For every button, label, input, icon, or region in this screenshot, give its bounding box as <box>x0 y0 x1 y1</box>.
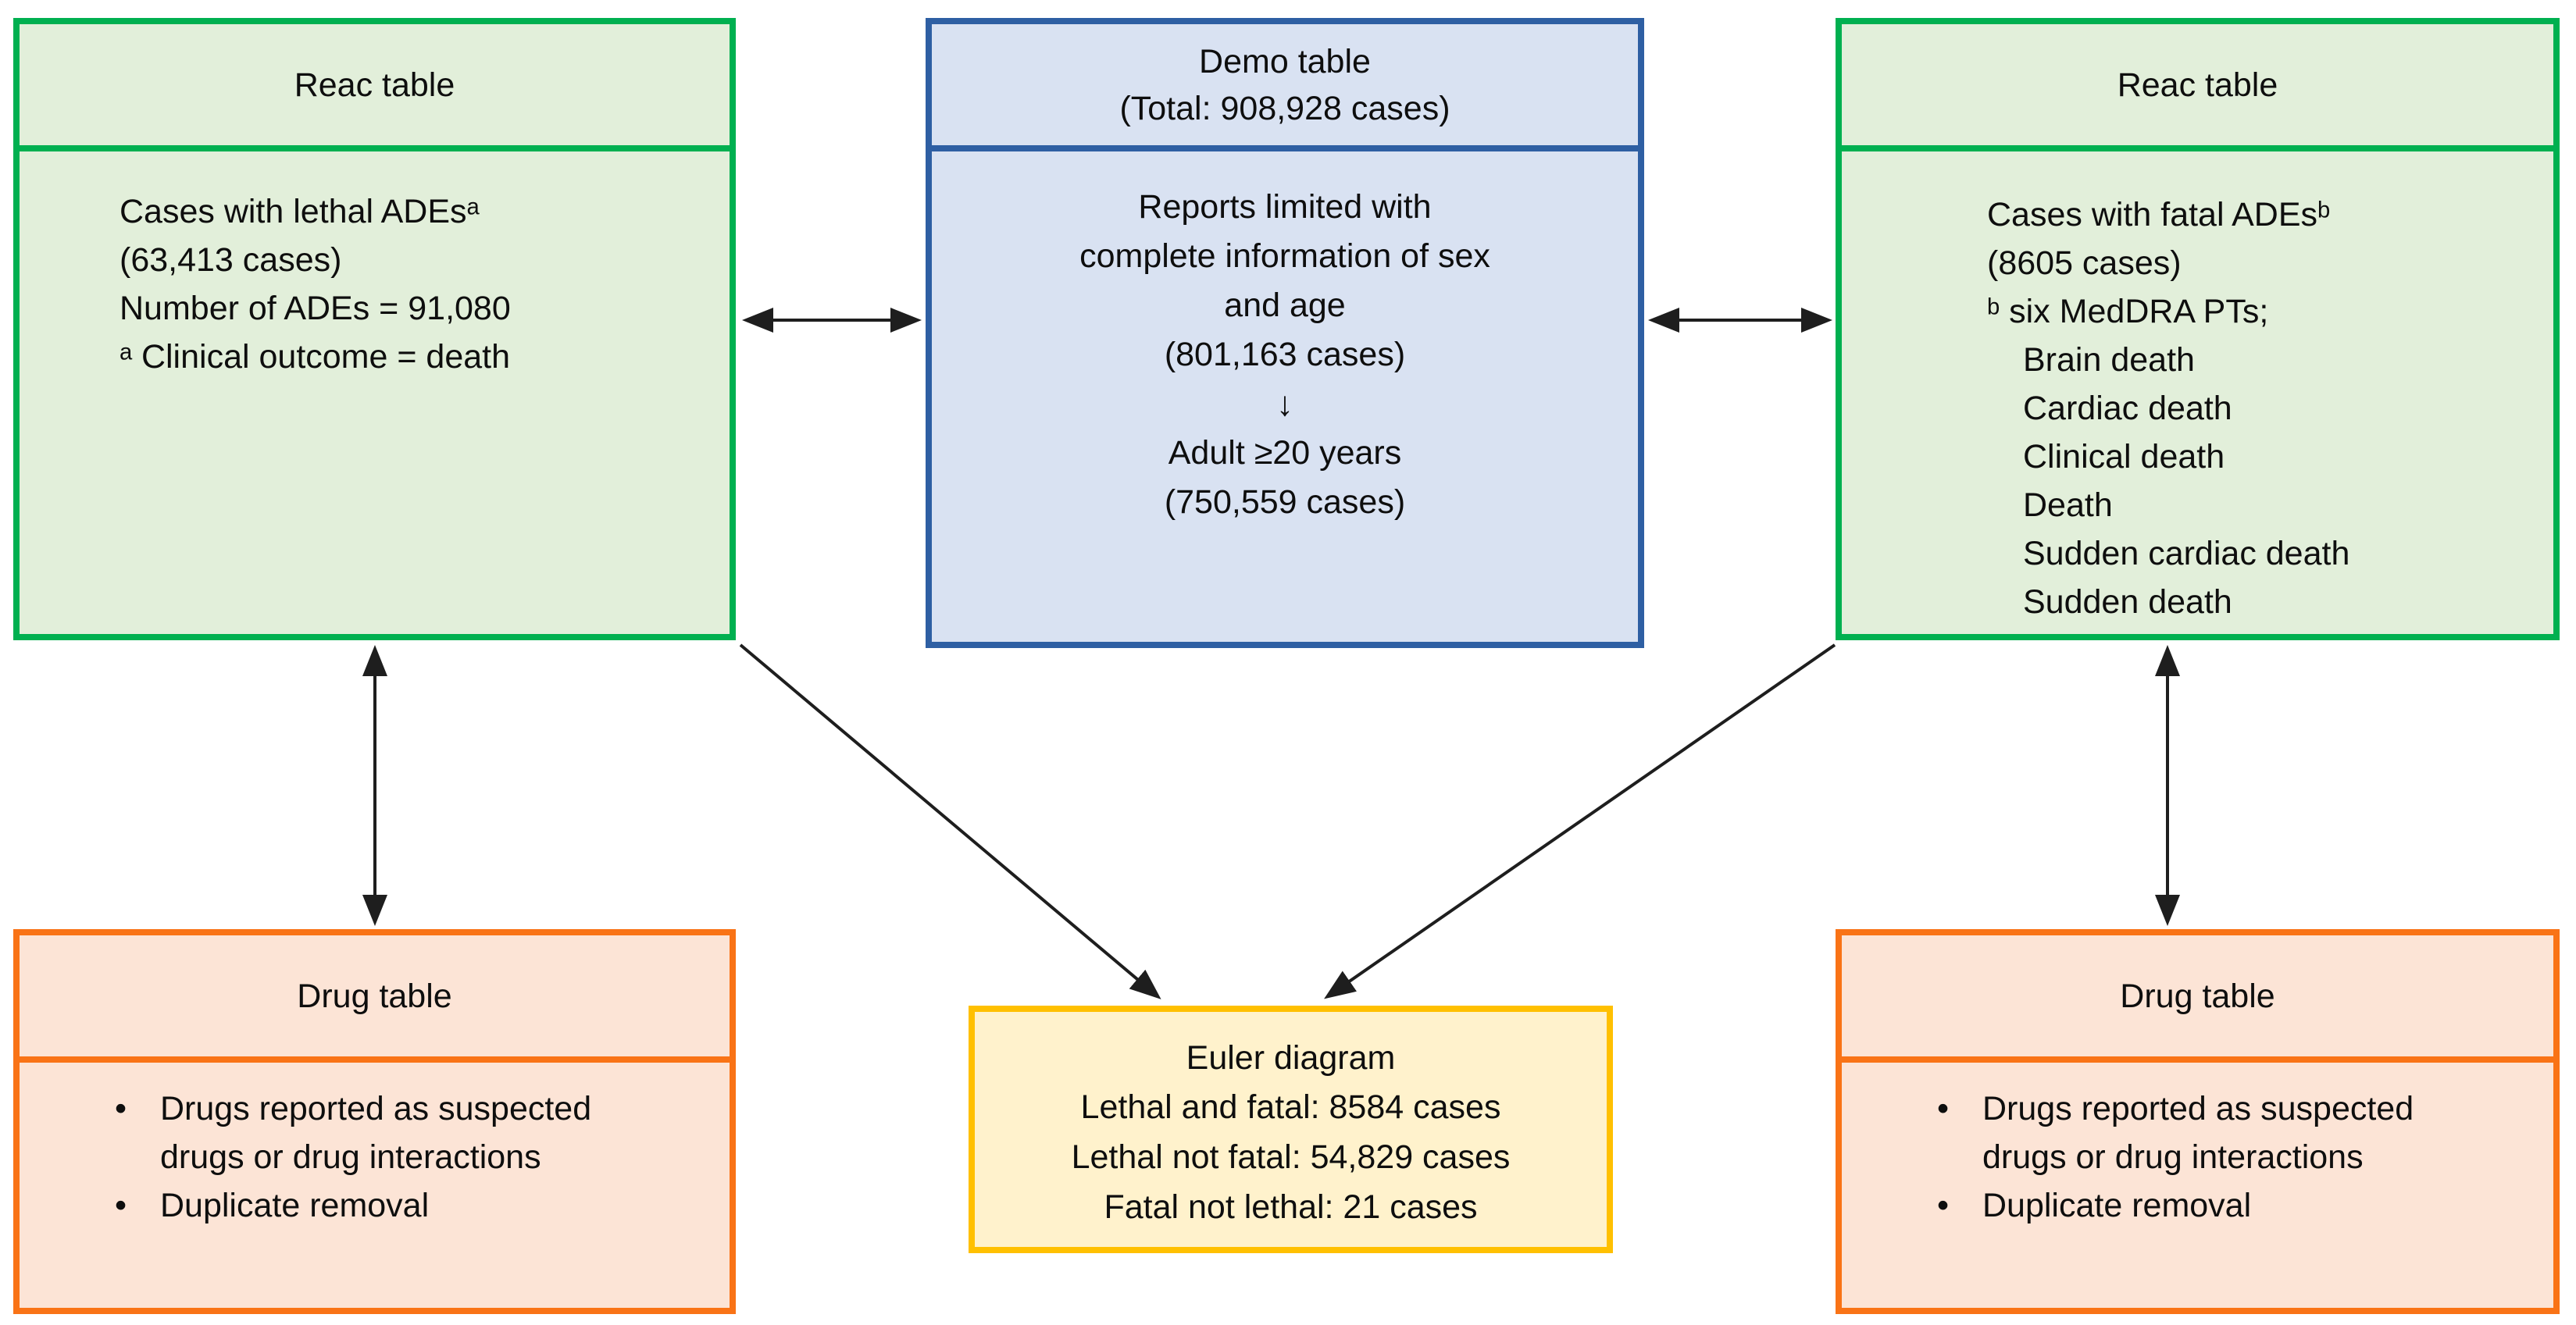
text-line: Lethal and fatal: 8584 cases <box>1080 1088 1501 1126</box>
box-subtitle-text: (Total: 908,928 cases) <box>1119 89 1450 127</box>
euler-diagram-title: Euler diagram <box>1186 1039 1396 1077</box>
text-line: (8605 cases) <box>1987 244 2182 282</box>
reac-table-lethal-title: Reac table <box>20 24 730 151</box>
box-title-text: Demo table <box>1199 42 1371 80</box>
meddra-pt-item: Sudden cardiac death <box>2023 535 2350 572</box>
bullet-item: • Duplicate removal <box>115 1181 714 1230</box>
reac-table-fatal-title: Reac table <box>1842 24 2553 151</box>
text-line: Cases with lethal ADEsᵃ <box>120 193 480 230</box>
bullet-item: • Drugs reported as suspected drugs or d… <box>1937 1085 2538 1181</box>
arrow-reacleft-euler <box>739 643 1161 999</box>
euler-diagram-box: Euler diagram Lethal and fatal: 8584 cas… <box>969 1006 1613 1253</box>
euler-diagram-body: Lethal and fatal: 8584 cases Lethal not … <box>975 1082 1607 1232</box>
text-line: (801,163 cases) <box>1164 336 1406 373</box>
demo-table-body: Reports limited with complete informatio… <box>932 151 1638 527</box>
meddra-pt-item: Sudden death <box>2023 583 2232 621</box>
bullet-text: Duplicate removal <box>1982 1187 2252 1224</box>
demo-table-title: Demo table (Total: 908,928 cases) <box>932 24 1638 151</box>
reac-table-lethal-box: Reac table Cases with lethal ADEsᵃ (63,4… <box>13 18 736 640</box>
reac-table-fatal-body: Cases with fatal ADEsᵇ (8605 cases) ᵇ si… <box>1842 151 2553 626</box>
drug-table-right-box: Drug table • Drugs reported as suspected… <box>1836 929 2560 1314</box>
text-line: Cases with fatal ADEsᵇ <box>1987 196 2331 233</box>
bullet-text: Drugs reported as suspected drugs or dru… <box>160 1090 592 1176</box>
text-line: ᵃ Clinical outcome = death <box>120 338 511 376</box>
meddra-pt-item: Clinical death <box>2023 438 2225 476</box>
bullet-icon: • <box>1937 1187 1950 1224</box>
text-line: complete information of sex <box>1079 237 1490 275</box>
bullet-item: • Duplicate removal <box>1937 1181 2538 1230</box>
text-line: Reports limited with <box>1138 188 1432 226</box>
drug-table-right-body: • Drugs reported as suspected drugs or d… <box>1842 1063 2553 1230</box>
text-line: Adult ≥20 years <box>1168 434 1402 472</box>
drug-table-right-title: Drug table <box>1842 935 2553 1063</box>
bullet-text: Drugs reported as suspected drugs or dru… <box>1982 1090 2414 1176</box>
demo-table-box: Demo table (Total: 908,928 cases) Report… <box>926 18 1644 648</box>
box-title-text: Drug table <box>2120 977 2275 1015</box>
meddra-pt-item: Death <box>2023 486 2113 524</box>
bullet-item: • Drugs reported as suspected drugs or d… <box>115 1085 714 1181</box>
box-title-text: Reac table <box>2117 66 2278 104</box>
text-line: (750,559 cases) <box>1164 483 1406 521</box>
bullet-text: Duplicate removal <box>160 1187 430 1224</box>
reac-table-lethal-body: Cases with lethal ADEsᵃ (63,413 cases) N… <box>20 151 730 381</box>
text-line: and age <box>1224 287 1346 324</box>
bullet-icon: • <box>115 1187 127 1224</box>
reac-table-fatal-box: Reac table Cases with fatal ADEsᵇ (8605 … <box>1836 18 2560 640</box>
text-line: ᵇ six MedDRA PTs; <box>1987 293 2269 330</box>
text-line: Lethal not fatal: 54,829 cases <box>1071 1138 1511 1176</box>
drug-table-left-box: Drug table • Drugs reported as suspected… <box>13 929 736 1314</box>
meddra-pt-item: Cardiac death <box>2023 390 2232 427</box>
bullet-icon: • <box>1937 1090 1950 1127</box>
drug-table-left-title: Drug table <box>20 935 730 1063</box>
box-title-text: Drug table <box>297 977 452 1015</box>
down-arrow-icon: ↓ <box>1276 385 1293 423</box>
box-title-text: Reac table <box>294 66 455 104</box>
drug-table-left-body: • Drugs reported as suspected drugs or d… <box>20 1063 730 1230</box>
text-line: (63,413 cases) <box>120 241 342 279</box>
meddra-pt-item: Brain death <box>2023 341 2195 379</box>
text-line: Number of ADEs = 91,080 <box>120 290 511 327</box>
arrow-reacright-euler <box>1324 643 1836 999</box>
bullet-icon: • <box>115 1090 127 1127</box>
text-line: Fatal not lethal: 21 cases <box>1104 1188 1478 1226</box>
